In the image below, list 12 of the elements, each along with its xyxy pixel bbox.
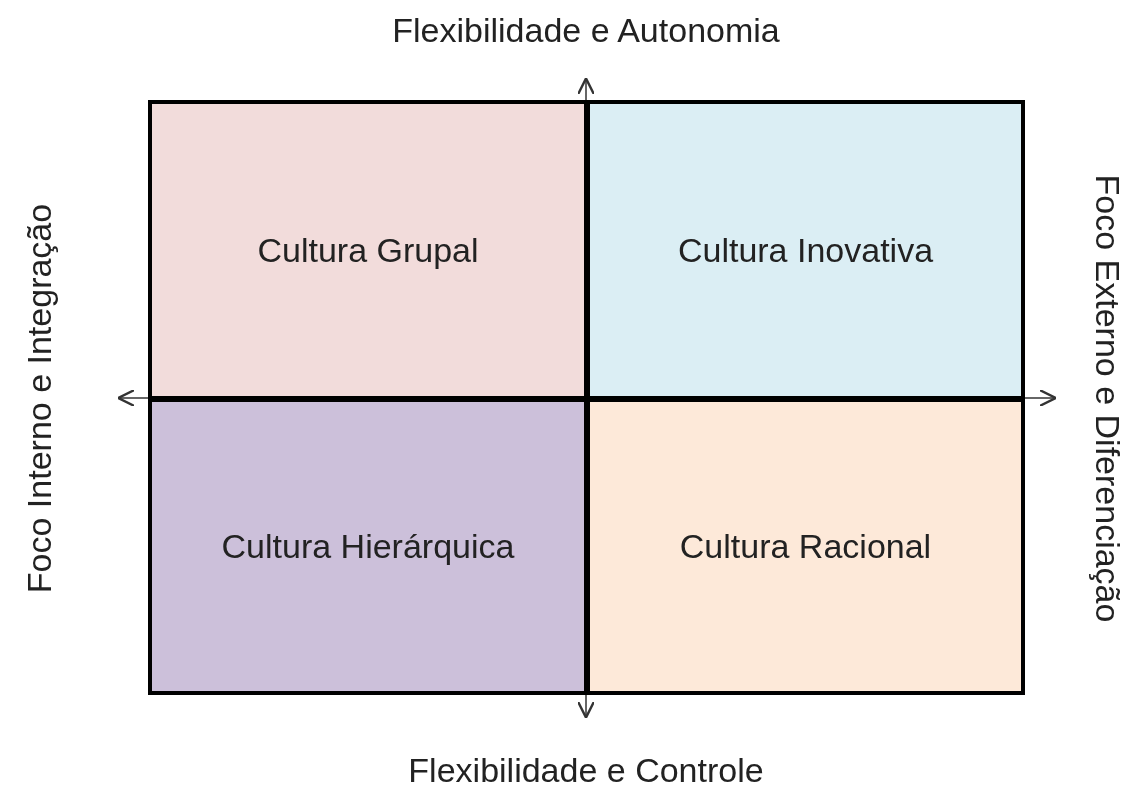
quadrant-box [586, 100, 1025, 400]
quadrant-box [586, 398, 1025, 695]
quadrant-box [148, 100, 588, 400]
axis-label: Foco Interno e Integração [20, 203, 60, 593]
quadrant-label: Cultura Grupal [257, 230, 479, 270]
quadrant-box [148, 398, 588, 695]
axis-label: Flexibilidade e Autonomia [392, 10, 780, 50]
axis-label: Flexibilidade e Controle [408, 750, 764, 790]
quadrant-label: Cultura Racional [679, 527, 932, 566]
quadrant-label: Cultura Hierárquica [221, 527, 515, 566]
axis-label: Foco Externo e Diferenciação [1088, 174, 1128, 622]
quadrant-label: Cultura Inovativa [677, 230, 934, 270]
